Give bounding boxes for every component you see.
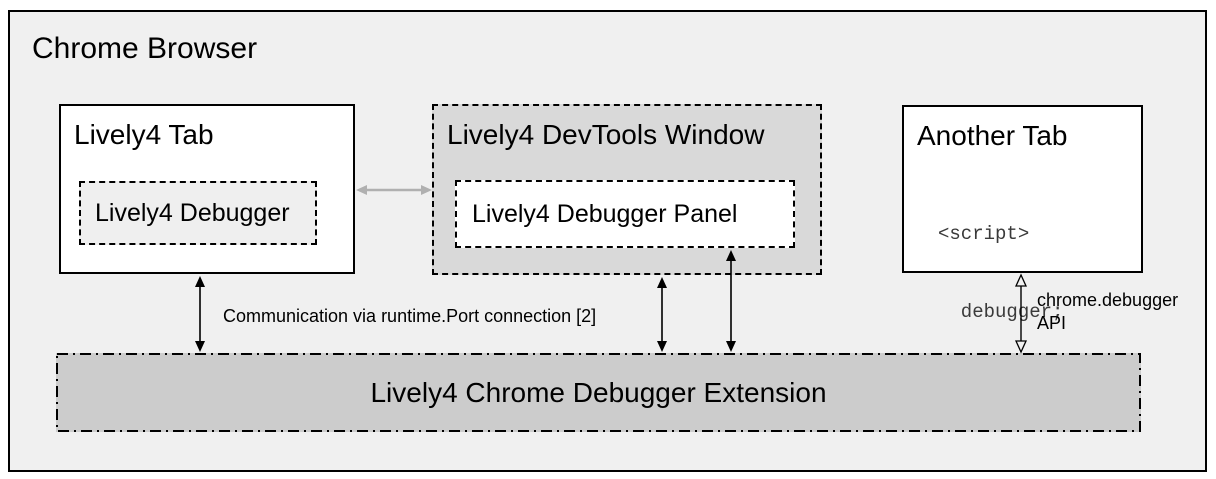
devtools-window-title: Lively4 DevTools Window <box>447 119 765 150</box>
debugger-extension-box: Lively4 Chrome Debugger Extension <box>56 353 1141 432</box>
lively4-tab-title: Lively4 Tab <box>74 119 214 150</box>
code-line: <script> <box>938 223 1030 245</box>
chrome-api-label: chrome.debugger API <box>1037 289 1178 335</box>
chrome-api-line2: API <box>1037 313 1067 333</box>
debugger-panel-box: Lively4 Debugger Panel <box>455 180 795 248</box>
runtime-port-label: Communication via runtime.Port connectio… <box>223 306 597 326</box>
lively4-tab-box: Lively4 Tab Lively4 Debugger <box>59 104 355 274</box>
chrome-browser-title: Chrome Browser <box>32 32 258 65</box>
lively4-debugger-label: Lively4 Debugger <box>95 198 290 227</box>
lively4-debugger-box: Lively4 Debugger <box>79 181 317 245</box>
chrome-api-line1: chrome.debugger <box>1037 290 1179 310</box>
code-line: debugger; <box>938 301 1064 323</box>
debugger-extension-label: Lively4 Chrome Debugger Extension <box>370 376 827 408</box>
another-tab-box: Another Tab <script> debugger; </script> <box>902 105 1143 401</box>
devtools-window-box: Lively4 DevTools Window Lively4 Debugger… <box>432 104 822 275</box>
debugger-panel-label: Lively4 Debugger Panel <box>472 199 738 228</box>
another-tab-title: Another Tab <box>917 120 1068 151</box>
